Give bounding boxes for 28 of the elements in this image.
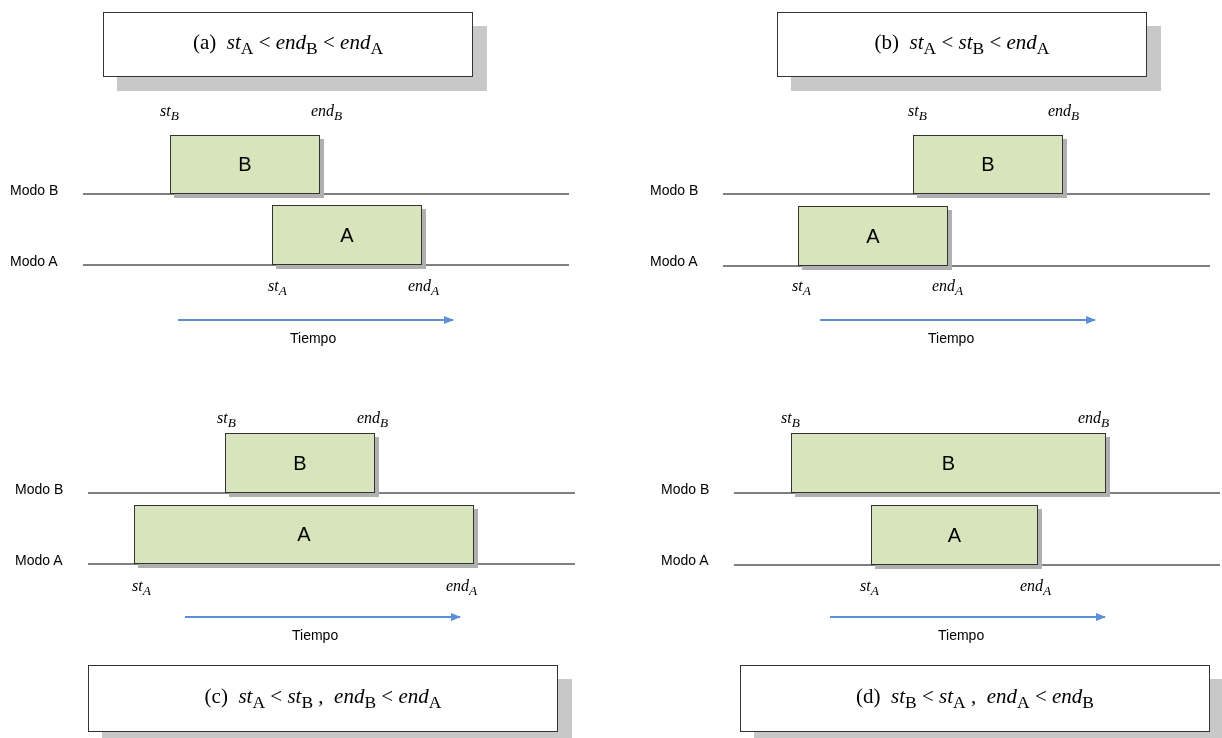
time-mark-label: end$_{B}$ — [357, 409, 389, 432]
mode-label: Modo B — [15, 481, 64, 497]
axis-label: Tiempo — [290, 330, 337, 346]
mode-label: Modo A — [15, 552, 63, 568]
time-mark-label: st$_{A}$ — [132, 577, 151, 600]
time-mark-label: end$_{B}$ — [1078, 409, 1110, 432]
time-mark-label: end$_{B}$ — [311, 102, 343, 125]
time-mark-label: st$_{B}$ — [160, 102, 179, 125]
time-mark-label: end$_{A}$ — [446, 577, 478, 600]
time-mark-label: end$_{A}$ — [1020, 577, 1052, 600]
mode-label: Modo A — [650, 253, 698, 269]
time-mark-label: end$_{A}$ — [408, 277, 440, 300]
mode-label: Modo B — [10, 182, 59, 198]
time-mark-label: st$_{B}$ — [217, 409, 236, 432]
mode-label: Modo B — [661, 481, 710, 497]
time-mark-label: st$_{A}$ — [792, 277, 811, 300]
time-mark-label: st$_{A}$ — [268, 277, 287, 300]
time-mark-label: end$_{B}$ — [1048, 102, 1080, 125]
axis-label: Tiempo — [928, 330, 975, 346]
mode-label: Modo A — [661, 552, 709, 568]
mode-label: Modo A — [10, 253, 58, 269]
mode-label: Modo B — [650, 182, 699, 198]
axis-label: Tiempo — [938, 627, 985, 643]
time-mark-label: st$_{B}$ — [781, 409, 800, 432]
axis-label: Tiempo — [292, 627, 339, 643]
time-mark-label: st$_{B}$ — [908, 102, 927, 125]
time-mark-label: st$_{A}$ — [860, 577, 879, 600]
time-mark-label: end$_{A}$ — [932, 277, 964, 300]
